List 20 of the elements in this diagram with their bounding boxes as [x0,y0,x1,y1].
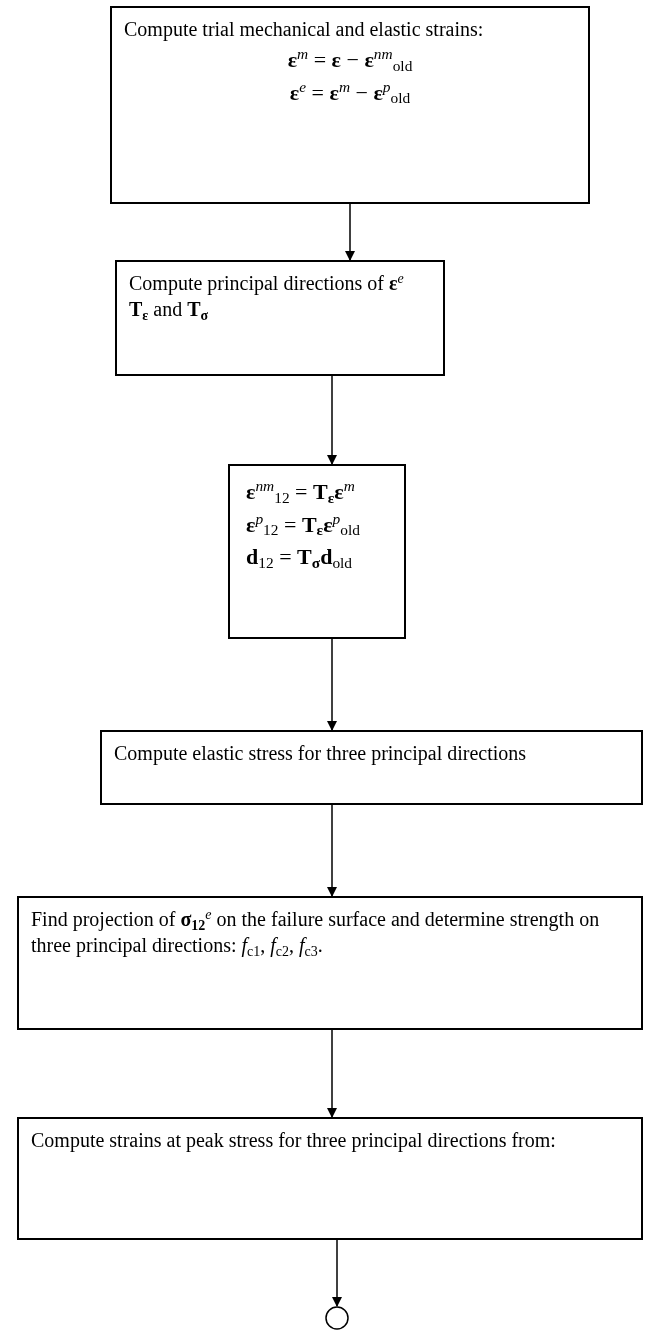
process-box [100,730,643,805]
arrow [345,203,355,261]
step-text: T$_{ε}$ and T$_{σ}$ [129,297,210,322]
process-box [17,896,643,1030]
step-text: Compute trial mechanical and elastic strains: [124,17,485,42]
step-text: Compute principal directions of ε$^{e}$ [129,270,405,296]
equation: d$_{12}$ = T$_{σ}$d$_{old}$ [246,543,354,572]
equation: ε$^{nm}$$_{12}$ = T$_{ε}$ε$^{m}$ [246,478,356,507]
arrow [327,1029,337,1118]
step-text: Find projection of σ$_{12}$$^{e}$ on the failure surface and determine strength on three principal directions: f$_{c1}$, f$_{c2}$, f$_{c3}$. [31,906,601,958]
arrow [327,804,337,897]
arrow [332,1239,342,1307]
arrow [327,638,337,731]
process-box [228,464,406,639]
step-text: Compute elastic stress for three principal directions [114,741,528,766]
step-text: Compute strains at peak stress for three principal directions from: [31,1128,557,1153]
arrow [327,375,337,465]
process-box [115,260,445,376]
process-box [17,1117,643,1240]
process-box [110,6,590,204]
